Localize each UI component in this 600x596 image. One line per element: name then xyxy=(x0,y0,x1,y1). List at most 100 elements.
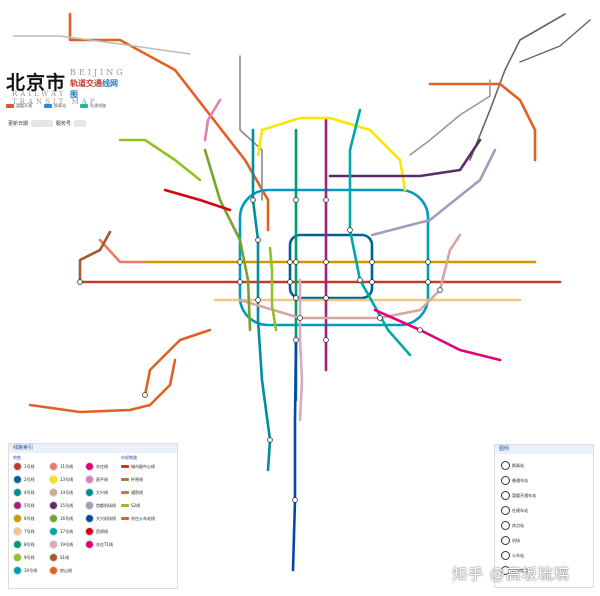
legend-line-9: 9号线 xyxy=(13,553,35,562)
line-nw xyxy=(118,138,202,182)
legend-suburban-name: 亦庄火车站线 xyxy=(131,515,155,521)
symbol-icon xyxy=(501,461,510,470)
legend-line-XJ: 西郊线 xyxy=(85,527,108,536)
legend-line-FS: 房山线 xyxy=(49,566,72,575)
legend-line-name: 大兴机场线 xyxy=(96,515,116,521)
legend-line-name: 5号线 xyxy=(24,502,35,508)
status-swatch xyxy=(80,104,88,108)
legend-line-16: 16号线 xyxy=(49,514,73,523)
line-color-icon xyxy=(13,527,22,536)
line-suburban-grey xyxy=(13,35,191,55)
station-dot xyxy=(293,197,299,203)
legend-line-name: 亦庄线 xyxy=(96,463,108,469)
symbol-icon xyxy=(501,521,510,530)
station-dot xyxy=(293,259,299,265)
legend-line-8: 8号线 xyxy=(13,540,35,549)
line-color-icon xyxy=(13,462,22,471)
line-2-loop xyxy=(288,233,374,300)
line-xijiao xyxy=(163,188,232,212)
legend-suburban-line: S2线 xyxy=(121,501,140,510)
legend-line-name: 10号线 xyxy=(24,567,38,573)
line-19 xyxy=(298,278,304,422)
subway-subheader: 地铁 xyxy=(13,455,21,460)
station-dot xyxy=(292,497,298,503)
suburban-subheader: 市郊铁路 xyxy=(121,455,137,460)
legend-line-name: 亦庄T1线 xyxy=(96,541,113,547)
legend-line-17: 17号线 xyxy=(49,527,73,536)
line-color-icon xyxy=(49,501,58,510)
station-dot xyxy=(369,259,375,265)
legend-line-name: 13号线 xyxy=(60,476,74,482)
legend-line-name: 19号线 xyxy=(60,541,74,547)
line-color-icon xyxy=(49,527,58,536)
line-color-icon xyxy=(49,553,58,562)
station-dot xyxy=(425,279,431,285)
legend-line-10: 10号线 xyxy=(13,566,37,575)
station-dot xyxy=(287,259,293,265)
legend-symbol-label: 机场 xyxy=(512,537,520,543)
line-s2-orange xyxy=(68,12,270,232)
line-color-icon xyxy=(85,488,94,497)
line-13 xyxy=(256,116,407,192)
station-dot xyxy=(377,315,383,321)
map-title-english: RAILWAY TRANSIT MAP xyxy=(12,90,98,106)
line-changping xyxy=(203,98,222,142)
legend-suburban-line: 城市副中心线 xyxy=(121,462,155,471)
symbol-icon xyxy=(501,536,510,545)
station-dot xyxy=(323,197,329,203)
status-legend-3: 在建线路 xyxy=(80,102,106,110)
line-color-icon xyxy=(121,517,129,520)
line-color-icon xyxy=(85,514,94,523)
legend-line-2: 2号线 xyxy=(13,475,35,484)
line-color-icon xyxy=(49,566,58,575)
status-legend-2: 换乘站 xyxy=(44,102,66,110)
line-color-icon xyxy=(49,462,58,471)
symbol-icon xyxy=(501,491,510,500)
station-dot xyxy=(437,287,443,293)
legend-symbol-item: 在建车站 xyxy=(501,506,528,515)
legend-symbol-item: 换乘站 xyxy=(501,461,524,470)
station-dot xyxy=(255,297,261,303)
legend-line-name: 11号线 xyxy=(60,463,74,469)
line-suburban-ne xyxy=(469,13,566,161)
line-index-header: 线路索引 xyxy=(9,444,177,453)
line-11 xyxy=(98,238,147,264)
station-dot xyxy=(255,237,261,243)
line-color-icon xyxy=(13,553,22,562)
line-color-icon xyxy=(121,491,129,494)
legend-suburban-name: 通密线 xyxy=(131,489,143,495)
legend-suburban-name: S2线 xyxy=(131,502,141,508)
legend-line-name: 14号线 xyxy=(60,489,74,495)
legend-line-name: 6号线 xyxy=(24,515,35,521)
station-dot xyxy=(237,259,243,265)
line-16 xyxy=(203,148,252,332)
line-sw-suburban xyxy=(28,358,177,414)
map-title-pinyin: BEIJING xyxy=(70,68,126,77)
legend-line-7: 7号线 xyxy=(13,527,35,536)
legend-symbol-item: 市郊铁路 xyxy=(501,566,528,575)
station-dot xyxy=(357,277,363,283)
legend-line-S1: S1线 xyxy=(49,553,69,562)
line-fangshan xyxy=(143,328,212,397)
station-dot xyxy=(293,337,299,343)
line-yizhuang xyxy=(373,308,502,362)
line-color-icon xyxy=(85,540,94,549)
status-swatch xyxy=(44,104,52,108)
line-color-icon xyxy=(85,527,94,536)
legend-symbol-item: 普通车站 xyxy=(501,476,528,485)
station-dot xyxy=(297,315,303,321)
map-title: 北京市 xyxy=(6,72,67,94)
legend-line-15: 15号线 xyxy=(49,501,73,510)
line-daxing-airport xyxy=(291,338,298,572)
legend-line-name: 4号线 xyxy=(24,489,35,495)
legend-line-DA: 大兴机场线 xyxy=(85,514,116,523)
legend-line-AE: 首都机场线 xyxy=(85,501,116,510)
map-subtitle-cn: 轨道交通线网图 xyxy=(70,79,118,99)
symbol-legend-header: 图例 xyxy=(495,445,593,454)
line-10-loop xyxy=(238,188,430,327)
line-color-icon xyxy=(121,504,129,507)
line-17 xyxy=(348,108,412,357)
legend-line-13: 13号线 xyxy=(49,475,73,484)
status-swatch xyxy=(6,104,14,108)
line-color-icon xyxy=(13,566,22,575)
